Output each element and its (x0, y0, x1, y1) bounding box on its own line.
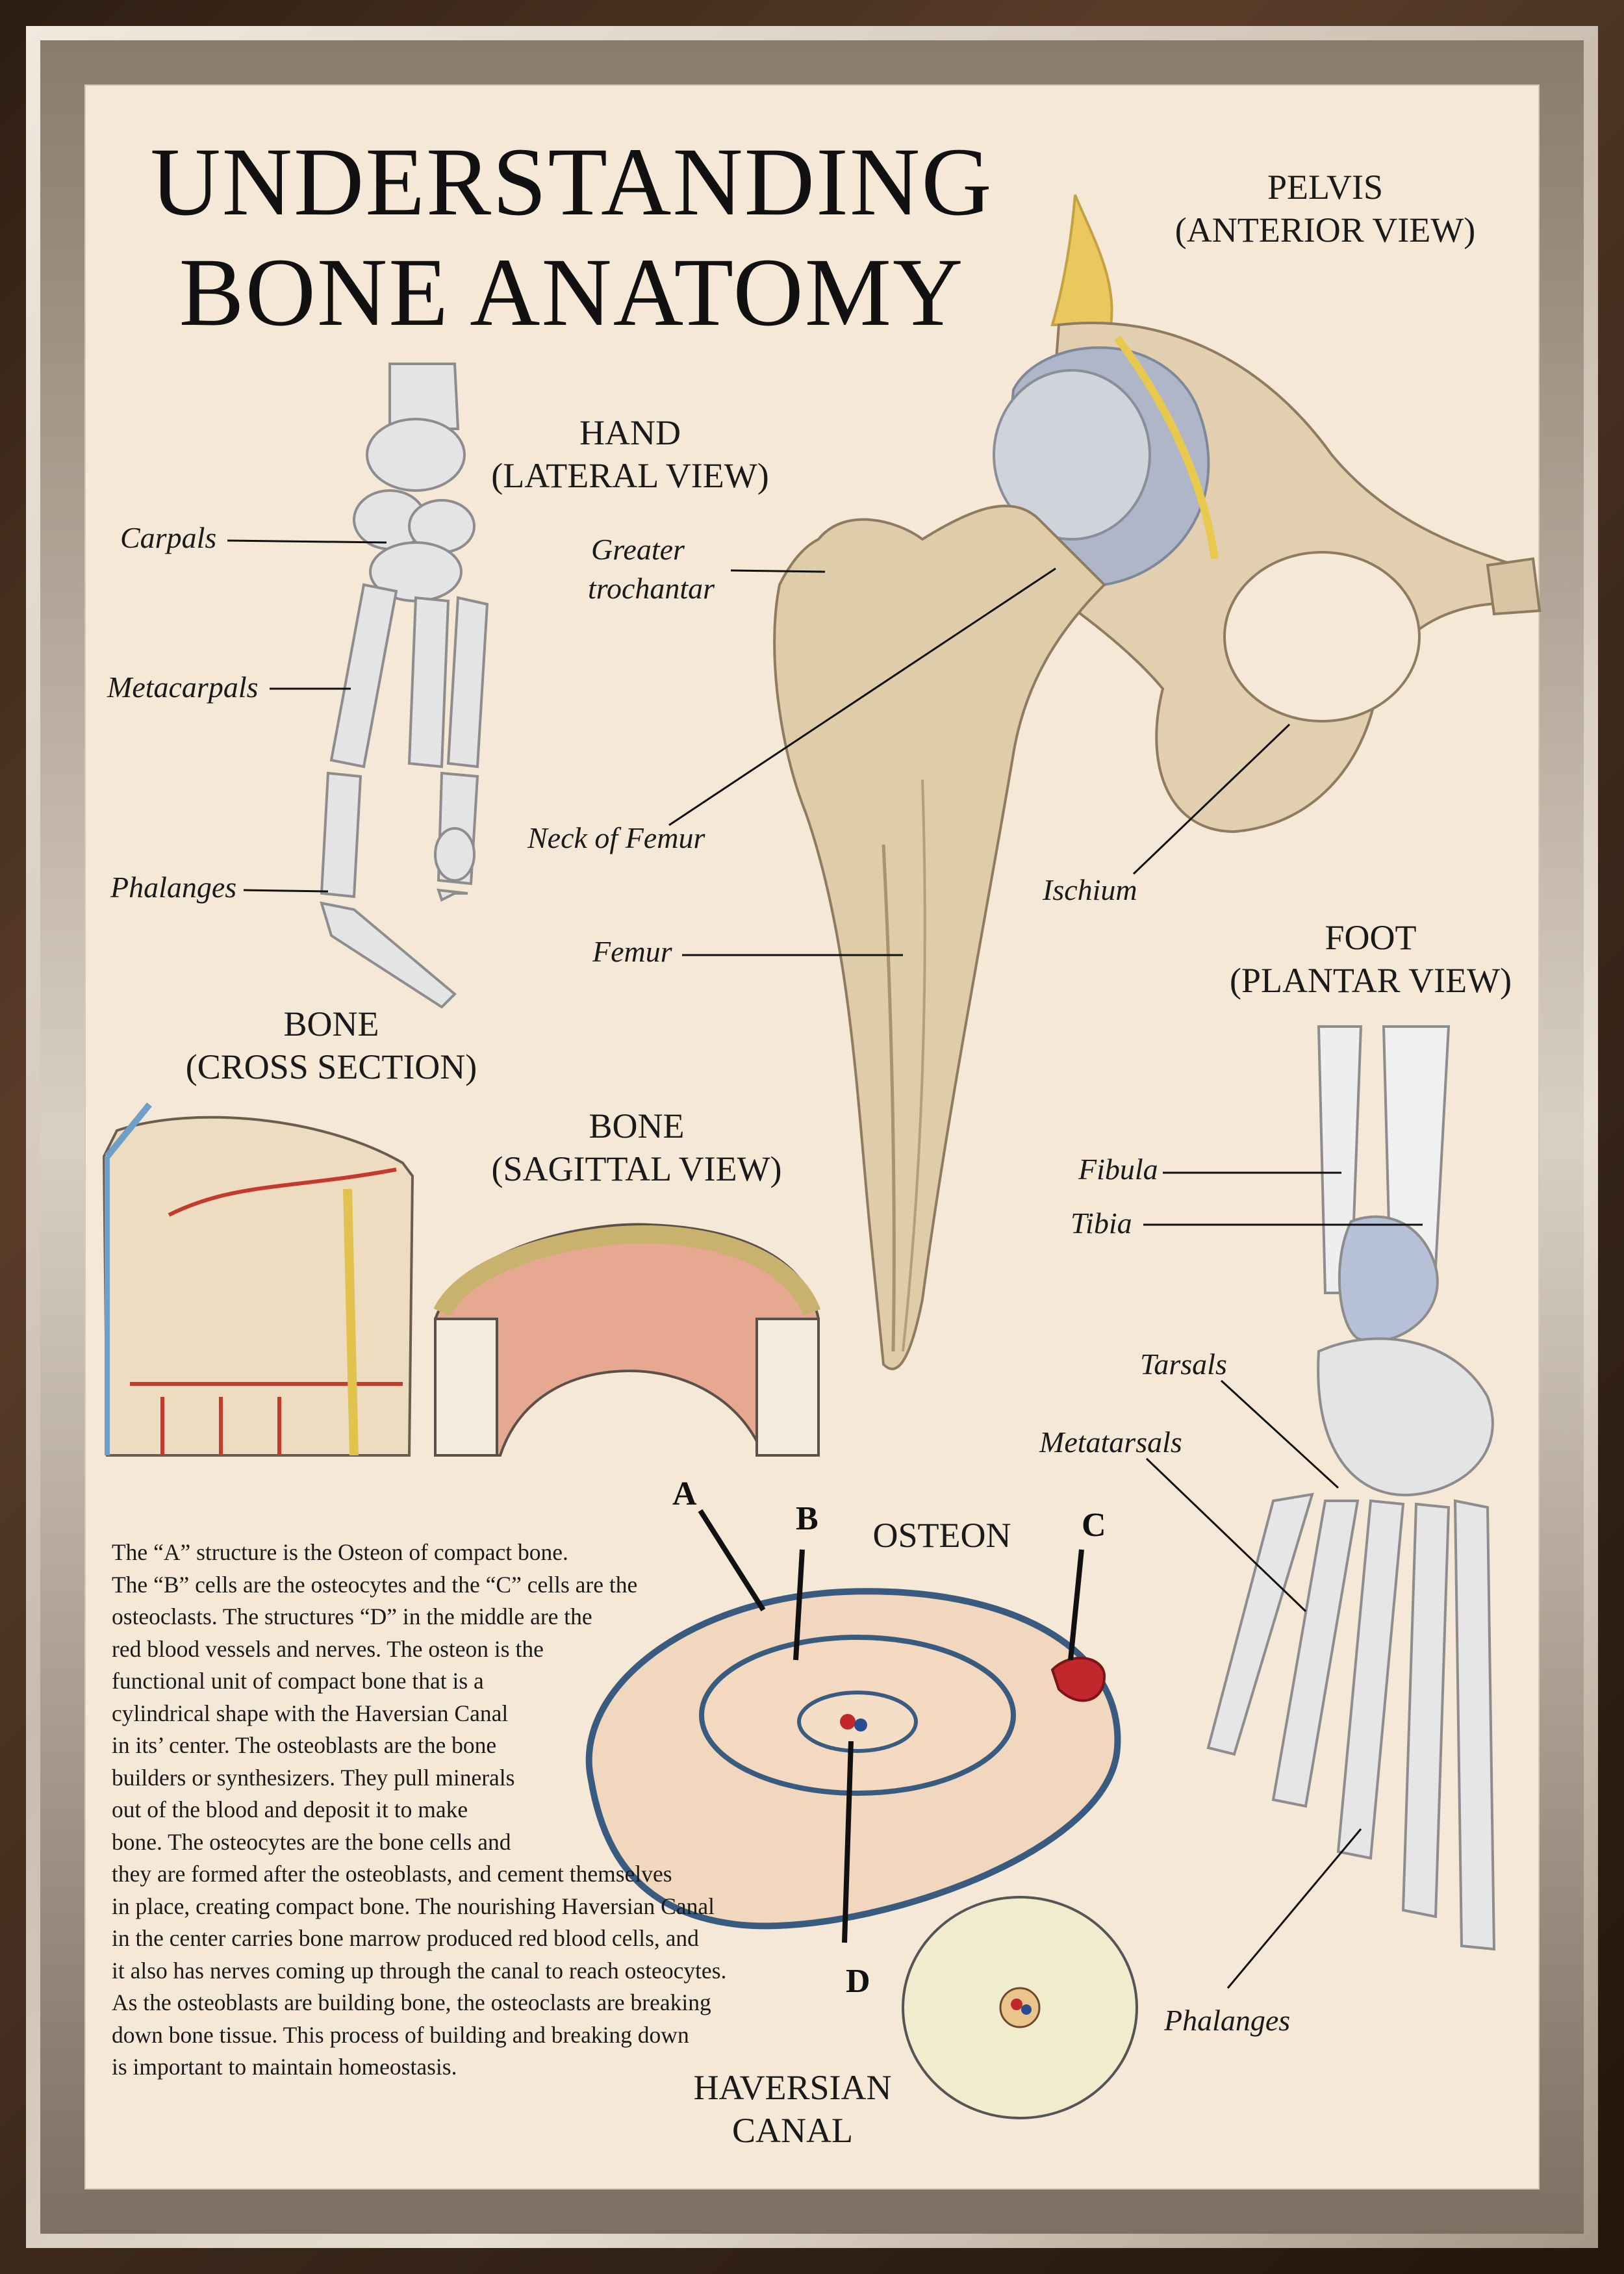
page-title: UNDERSTANDING BONE ANATOMY (123, 127, 1020, 348)
bone-sagittal-illustration (433, 1223, 821, 1457)
description-line: in its’ center. The osteoblasts are the … (112, 1732, 497, 1758)
description-line: it also has nerves coming up through the… (112, 1957, 727, 1984)
osteon-label-a: A (672, 1476, 697, 1513)
label-foot-phalanges: Phalanges (1164, 2004, 1291, 2037)
bone-cross-section-illustration (102, 1102, 414, 1457)
heading-pelvis: PELVIS (ANTERIOR VIEW) (1174, 168, 1476, 249)
label-greater-trochanter-line-1: Greater (591, 533, 685, 566)
description-line: The “B” cells are the osteocytes and the… (112, 1571, 638, 1598)
description-line: osteoclasts. The structures “D” in the m… (112, 1603, 592, 1629)
description-line: in the center carries bone marrow produc… (112, 1925, 699, 1951)
description-line: As the osteoblasts are building bone, th… (112, 1989, 711, 2015)
label-tarsals: Tarsals (1140, 1348, 1227, 1381)
description-line: in place, creating compact bone. The nou… (112, 1893, 715, 1919)
label-ischium: Ischium (1043, 873, 1137, 906)
label-metatarsals: Metatarsals (1039, 1425, 1182, 1459)
heading-haversian-canal: HAVERSIAN CANAL (693, 2068, 892, 2150)
osteon-label-d: D (846, 1963, 870, 2000)
description-line: builders or synthesizers. They pull mine… (112, 1764, 515, 1791)
label-greater-trochanter-line-2: trochantar (588, 572, 715, 605)
label-metacarpals: Metacarpals (107, 671, 259, 704)
foot-illustration (1206, 1025, 1496, 1951)
title-line-2: BONE ANATOMY (179, 238, 965, 346)
heading-foot: FOOT (PLANTAR VIEW) (1229, 918, 1512, 1000)
description-line: functional unit of compact bone that is … (112, 1668, 484, 1694)
haversian-canal-illustration (902, 1896, 1138, 2119)
pelvis-femur-illustration (773, 194, 1542, 1370)
description-line: out of the blood and deposit it to make (112, 1796, 468, 1822)
description-line: is important to maintain homeostasis. (112, 2054, 457, 2080)
osteon-label-b: B (796, 1500, 818, 1537)
description-line: they are formed after the osteoblasts, a… (112, 1861, 672, 1887)
description-line: red blood vessels and nerves. The osteon… (112, 1635, 544, 1662)
label-fibula: Fibula (1078, 1153, 1158, 1186)
leader-lines (227, 539, 1423, 1989)
label-femur: Femur (592, 935, 672, 968)
heading-hand: HAND (LATERAL VIEW) (491, 413, 769, 495)
description-line: cylindrical shape with the Haversian Can… (112, 1700, 509, 1726)
description-line: down bone tissue. This process of buildi… (112, 2021, 689, 2048)
title-line-1: UNDERSTANDING (150, 128, 993, 236)
description-line: bone. The osteocytes are the bone cells … (112, 1828, 511, 1855)
heading-osteon: OSTEON (872, 1516, 1011, 1555)
heading-bone-cross-section: BONE (CROSS SECTION) (185, 1004, 477, 1086)
label-tibia: Tibia (1071, 1207, 1132, 1240)
osteon-label-c: C (1082, 1507, 1106, 1544)
label-carpals: Carpals (120, 521, 217, 554)
osteon-pointers (698, 1509, 1084, 1943)
label-hand-phalanges: Phalanges (110, 871, 237, 904)
hand-illustration (320, 363, 489, 1009)
heading-bone-sagittal: BONE (SAGITTAL VIEW) (491, 1106, 782, 1188)
osteon-illustration (585, 1588, 1121, 1930)
label-neck-of-femur: Neck of Femur (527, 821, 705, 854)
description-line: The “A” structure is the Osteon of compa… (112, 1539, 568, 1565)
description-paragraph: The “A” structure is the Osteon of compa… (112, 1537, 833, 2084)
